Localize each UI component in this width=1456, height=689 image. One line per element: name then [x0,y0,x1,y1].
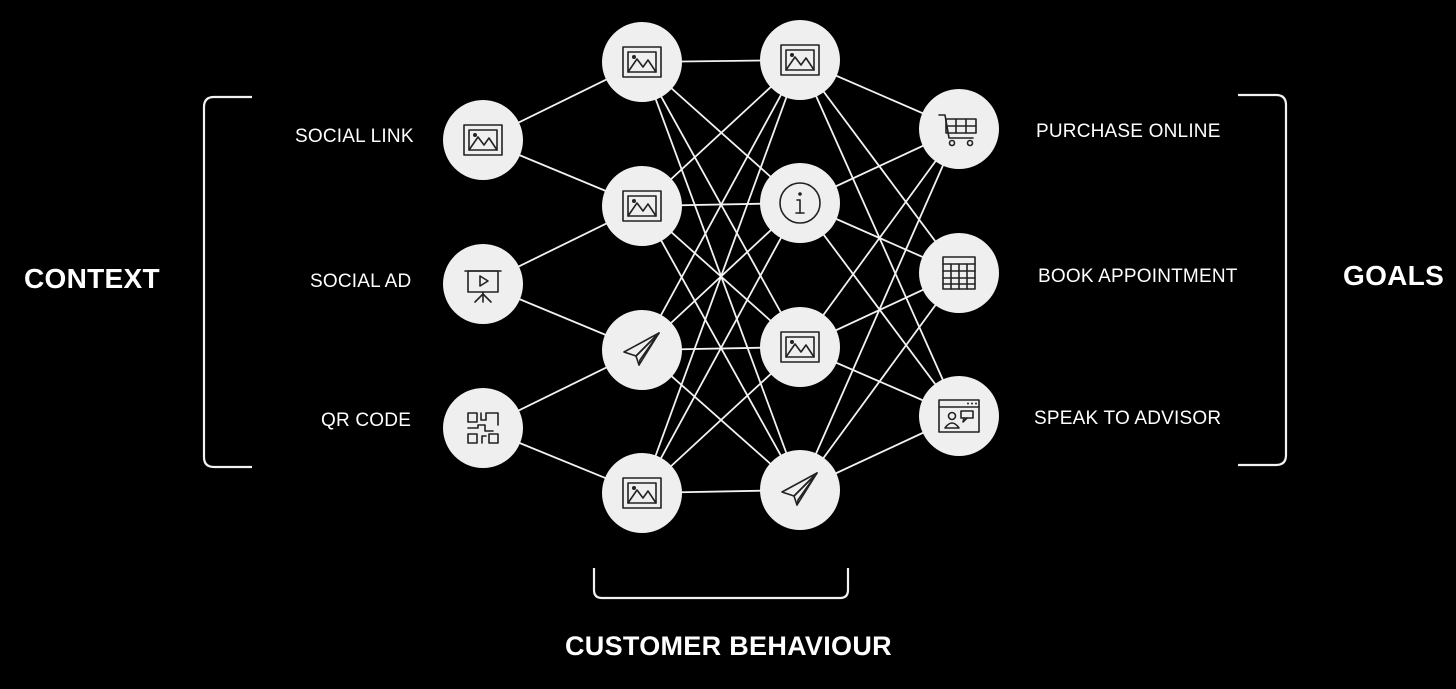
connection-line [799,128,960,348]
goal-node-book-appointment [919,233,999,313]
behaviour-a-node-1 [602,22,682,102]
context-label-social-ad: SOCIAL AD [310,271,412,292]
context-node-social-ad [443,244,523,324]
context-node-qr-code [443,388,523,468]
connection-line [799,128,960,491]
connection-line [641,59,801,494]
connection-line [641,59,801,351]
goal-node-purchase-online [919,89,999,169]
behaviour-bracket [592,568,850,600]
behaviour-b-node-1 [760,20,840,100]
goal-label-book-appointment: BOOK APPOINTMENT [1038,266,1238,287]
goal-node-speak-to-advisor [919,376,999,456]
behaviour-b-node-2 [760,163,840,243]
behaviour-a-node-3 [602,310,682,390]
connection-line [641,202,801,494]
behaviour-b-node-3 [760,307,840,387]
goals-title: GOALS [1343,260,1445,291]
behaviour-b-node-4 [760,450,840,530]
context-bracket [202,95,252,469]
context-label-social-link: SOCIAL LINK [295,126,414,147]
behaviour-a-node-2 [602,166,682,246]
connection-line [799,272,960,491]
behaviour-title: CUSTOMER BEHAVIOUR [565,631,892,661]
goal-label-speak-to-advisor: SPEAK TO ADVISOR [1034,408,1222,429]
goals-bracket [1238,93,1288,467]
context-label-qr-code: QR CODE [321,410,412,431]
context-node-social-link [443,100,523,180]
connection-lines [482,59,960,494]
behaviour-a-node-4 [602,453,682,533]
context-title: CONTEXT [24,263,160,294]
goal-label-purchase-online: PURCHASE ONLINE [1036,121,1221,142]
